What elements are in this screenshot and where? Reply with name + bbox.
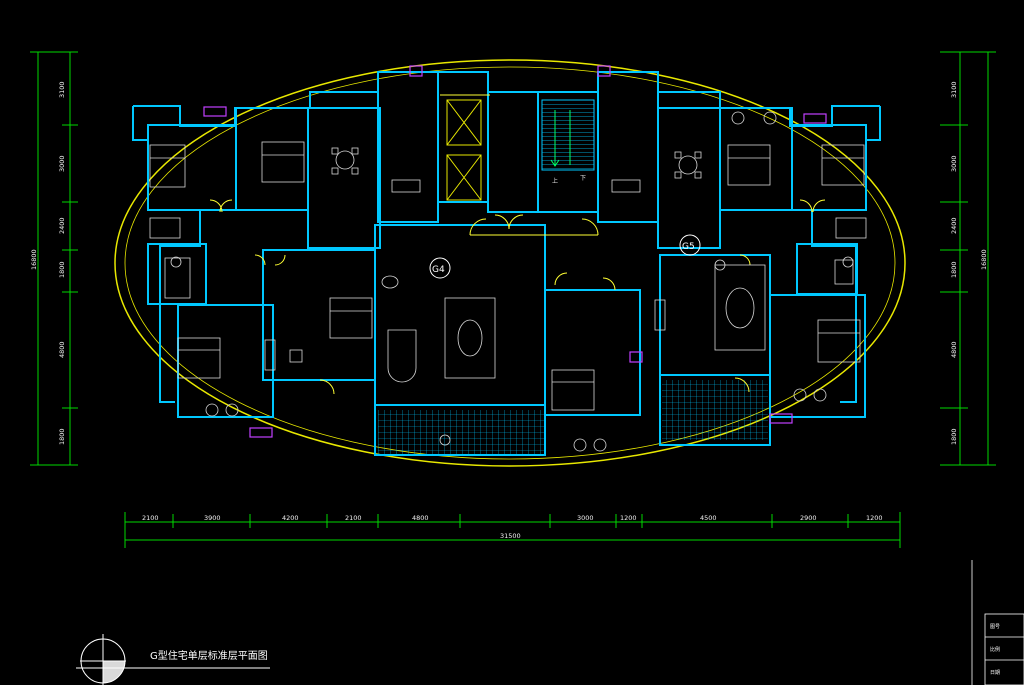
- bed-icon: [261, 141, 305, 183]
- building-outline: [114, 59, 906, 467]
- bed-icon: [149, 144, 186, 188]
- bed-icon: [817, 319, 861, 363]
- elevators: [446, 99, 482, 201]
- dim-right-4: 1800: [950, 261, 958, 278]
- stair-core: [541, 99, 595, 171]
- furniture-right: [654, 111, 865, 402]
- dim-left-1: 3100: [58, 81, 66, 98]
- dim-bottom-7: 1200: [620, 514, 637, 522]
- dim-bottom-9: 2900: [800, 514, 817, 522]
- furniture-left: [149, 141, 607, 452]
- dim-left-4: 1800: [58, 261, 66, 278]
- walls: [132, 71, 881, 456]
- title-block: [971, 560, 1024, 685]
- dim-left-5: 4800: [58, 341, 66, 358]
- dim-left-3: 2400: [58, 217, 66, 234]
- dim-bottom-2: 3900: [204, 514, 221, 522]
- dim-right-1: 3100: [950, 81, 958, 98]
- sofa-icon: [714, 264, 766, 351]
- bottom-dimension-chain: [124, 512, 901, 548]
- right-dimension-chain: [940, 51, 996, 466]
- drawing-title: G型住宅单层标准层平面图: [150, 649, 268, 662]
- unit-label-g4-text: G4: [432, 265, 445, 275]
- dim-bottom-1: 2100: [142, 514, 159, 522]
- dim-right-5: 4800: [950, 341, 958, 358]
- dim-left-6: 1800: [58, 428, 66, 445]
- dim-left-2: 3000: [58, 155, 66, 172]
- dim-bottom-8: 4500: [700, 514, 717, 522]
- dim-bottom-total: 31500: [500, 532, 521, 540]
- bathroom-fixtures: [149, 179, 867, 268]
- bottom-dimension-texts: 2100 3900 4200 2100 4800 3000 1200 4500 …: [142, 514, 883, 540]
- unit-label-g5-text: G5: [682, 242, 695, 252]
- dim-bottom-5: 4800: [412, 514, 429, 522]
- right-dimension-texts: 3100 3000 2400 1800 4800 1800 16800: [950, 81, 988, 445]
- dim-right-total: 16800: [980, 249, 988, 270]
- title-block-cell-2: 比例: [990, 646, 1000, 653]
- title-block-cell-1: 图号: [990, 624, 1000, 630]
- piano-icon: [387, 329, 417, 383]
- sofa-icon: [444, 297, 496, 379]
- dim-right-3: 2400: [950, 217, 958, 234]
- bed-icon: [177, 337, 221, 379]
- dining-table-icon: [335, 150, 355, 170]
- left-dimension-chain: [30, 51, 78, 466]
- unit-label-g4: G4: [429, 257, 451, 279]
- stair-arrows: [550, 110, 571, 167]
- dim-left-total: 16800: [30, 249, 38, 270]
- balcony-right: [662, 380, 768, 440]
- left-dimension-texts: 3100 3000 2400 1800 4800 1800 16800: [30, 81, 66, 445]
- dim-bottom-3: 4200: [282, 514, 299, 522]
- doors: [209, 94, 826, 395]
- accent-lines: [203, 65, 827, 438]
- dim-right-2: 3000: [950, 155, 958, 172]
- dim-right-6: 1800: [950, 428, 958, 445]
- dim-bottom-4: 2100: [345, 514, 362, 522]
- dim-bottom-10: 1200: [866, 514, 883, 522]
- bed-icon: [821, 144, 865, 186]
- dining-table-icon: [678, 155, 698, 175]
- unit-label-g5: G5: [679, 234, 701, 256]
- bed-icon: [727, 144, 771, 186]
- stair-down-label: 下: [580, 175, 586, 182]
- dim-bottom-6: 3000: [577, 514, 594, 522]
- title-block-cell-3: 日期: [990, 670, 1000, 676]
- balcony-left: [378, 410, 544, 454]
- bed-icon: [329, 297, 373, 339]
- north-symbol: [80, 634, 126, 685]
- stair-up-label: 上: [552, 177, 558, 185]
- bed-icon: [551, 369, 595, 411]
